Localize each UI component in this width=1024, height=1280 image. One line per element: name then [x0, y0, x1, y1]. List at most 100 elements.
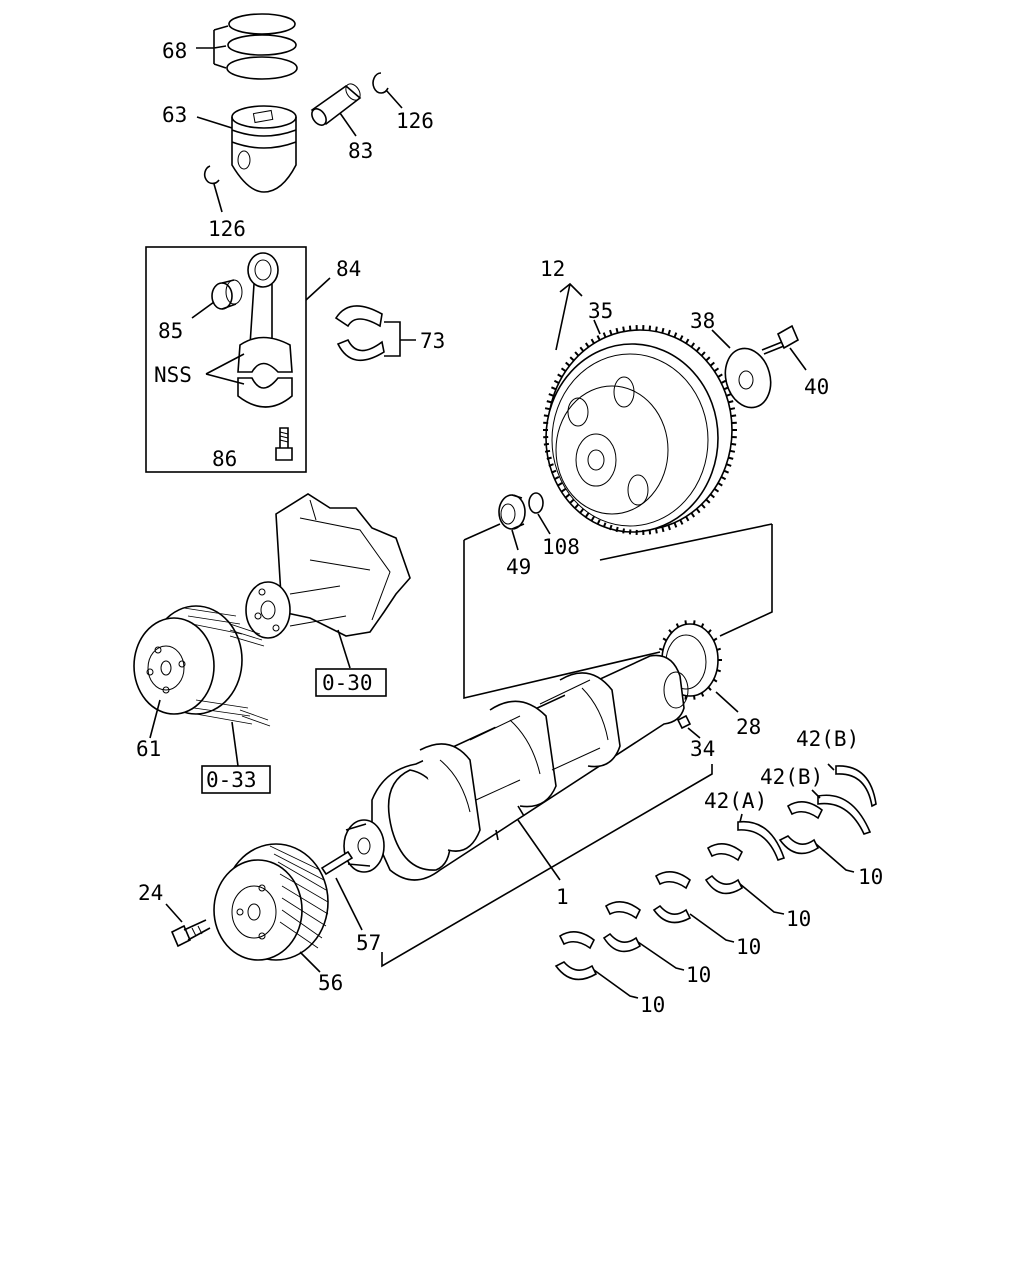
- callout-42b-lower: 42(B): [760, 765, 823, 789]
- snap-ring-part: [203, 165, 220, 185]
- callout-10-c: 10: [736, 935, 761, 959]
- gear-tooth: [673, 522, 678, 528]
- callout-12-leader: [555, 282, 583, 351]
- callout-61-leader: [149, 699, 161, 739]
- main-bearing-part: [652, 871, 735, 943]
- gear-tooth: [655, 326, 658, 332]
- callout-83: 83: [348, 139, 373, 163]
- gear-tooth: [679, 519, 684, 525]
- callout-1-leader: [517, 819, 561, 881]
- gear-tooth: [695, 508, 701, 514]
- gear-tooth: [726, 463, 732, 467]
- gear-tooth: [544, 449, 551, 453]
- conrod-bearing-part: [334, 305, 385, 362]
- callout-42b1-leader: [827, 763, 835, 771]
- gear-tooth: [684, 695, 687, 700]
- gear-tooth: [565, 493, 571, 499]
- gear-tooth: [622, 528, 625, 534]
- piston-part: [231, 105, 297, 193]
- gear-tooth: [729, 407, 736, 411]
- gear-tooth: [658, 647, 664, 651]
- callout-73: 73: [420, 329, 445, 353]
- gear-tooth: [544, 407, 551, 411]
- fan-pulley-part: [133, 605, 271, 727]
- gear-tooth: [655, 528, 658, 534]
- gear-tooth: [551, 469, 557, 474]
- key-34-part: [676, 714, 692, 730]
- water-pump-part: [245, 493, 411, 639]
- gear-tooth: [648, 529, 652, 535]
- gear-tooth: [596, 519, 601, 525]
- gear-tooth: [648, 325, 652, 331]
- callout-24-leader: [165, 903, 183, 923]
- callout-12: 12: [540, 257, 565, 281]
- callout-49: 49: [506, 555, 531, 579]
- callout-126b-leader: [213, 183, 223, 213]
- crankshaft-part: [371, 654, 689, 881]
- snap-ring-part: [372, 72, 389, 94]
- gear-tooth: [579, 346, 585, 352]
- callout-56-leader: [299, 951, 321, 973]
- gear-tooth: [723, 469, 729, 474]
- gear-tooth: [705, 356, 711, 362]
- piston-rings-part: [226, 13, 298, 80]
- gear-tooth: [709, 361, 715, 367]
- thrust-bearing-42b-lower-part: [817, 794, 872, 835]
- ref-030-box: [315, 668, 387, 697]
- gear-tooth: [728, 456, 734, 460]
- gear-tooth: [700, 503, 706, 509]
- callout-42a-leader: [739, 813, 743, 823]
- gear-tooth: [690, 342, 696, 348]
- callout-1: 1: [556, 885, 569, 909]
- main-bearing-part: [554, 931, 639, 999]
- gear-tooth: [690, 512, 696, 518]
- connecting-rod-group-box: [145, 246, 307, 473]
- gear-tooth: [622, 326, 625, 332]
- callout-61: 61: [136, 737, 161, 761]
- callout-63: 63: [162, 103, 187, 127]
- gear-tooth: [548, 393, 554, 397]
- small-end-bushing-part: [211, 279, 243, 310]
- flywheel-bolt-part: [761, 324, 800, 355]
- gear-tooth: [574, 351, 580, 357]
- callout-42b2-leader: [811, 789, 821, 799]
- gear-tooth: [675, 623, 680, 628]
- gear-tooth: [729, 449, 736, 453]
- ref-030-leader: [337, 629, 351, 669]
- callout-57-leader: [335, 877, 363, 931]
- flywheel-plate-part: [724, 347, 772, 409]
- connecting-rod-part: [237, 252, 293, 408]
- gear-tooth: [579, 508, 585, 514]
- callout-28: 28: [736, 715, 761, 739]
- pulley-bolt-part: [170, 919, 211, 948]
- callout-85-leader: [191, 301, 215, 319]
- callout-10-e: 10: [640, 993, 665, 1017]
- callout-126b: 126: [208, 217, 246, 241]
- thrust-bearing-42a-part: [737, 820, 786, 862]
- gear-tooth: [662, 637, 667, 642]
- callout-84: 84: [336, 257, 361, 281]
- piston-pin-part: [310, 83, 362, 126]
- callout-35: 35: [588, 299, 613, 323]
- gear-tooth: [602, 522, 607, 528]
- gear-tooth: [713, 487, 720, 493]
- gear-tooth: [700, 623, 705, 628]
- crank-pulley-part: [213, 843, 329, 961]
- gear-tooth: [602, 332, 607, 338]
- gear-tooth: [717, 482, 723, 487]
- gear-tooth: [693, 695, 696, 700]
- snap-ring-108-part: [528, 492, 544, 514]
- gear-tooth: [569, 498, 575, 504]
- gear-tooth: [609, 329, 613, 336]
- callout-nss: NSS: [154, 363, 192, 387]
- gear-tooth: [679, 335, 684, 341]
- gear-tooth: [709, 493, 715, 499]
- callout-57: 57: [356, 931, 381, 955]
- main-bearings-group: [554, 801, 855, 999]
- callout-108: 108: [542, 535, 580, 559]
- flywheel-group-bracket: [463, 523, 773, 700]
- gear-tooth: [628, 529, 632, 535]
- callout-24: 24: [138, 881, 163, 905]
